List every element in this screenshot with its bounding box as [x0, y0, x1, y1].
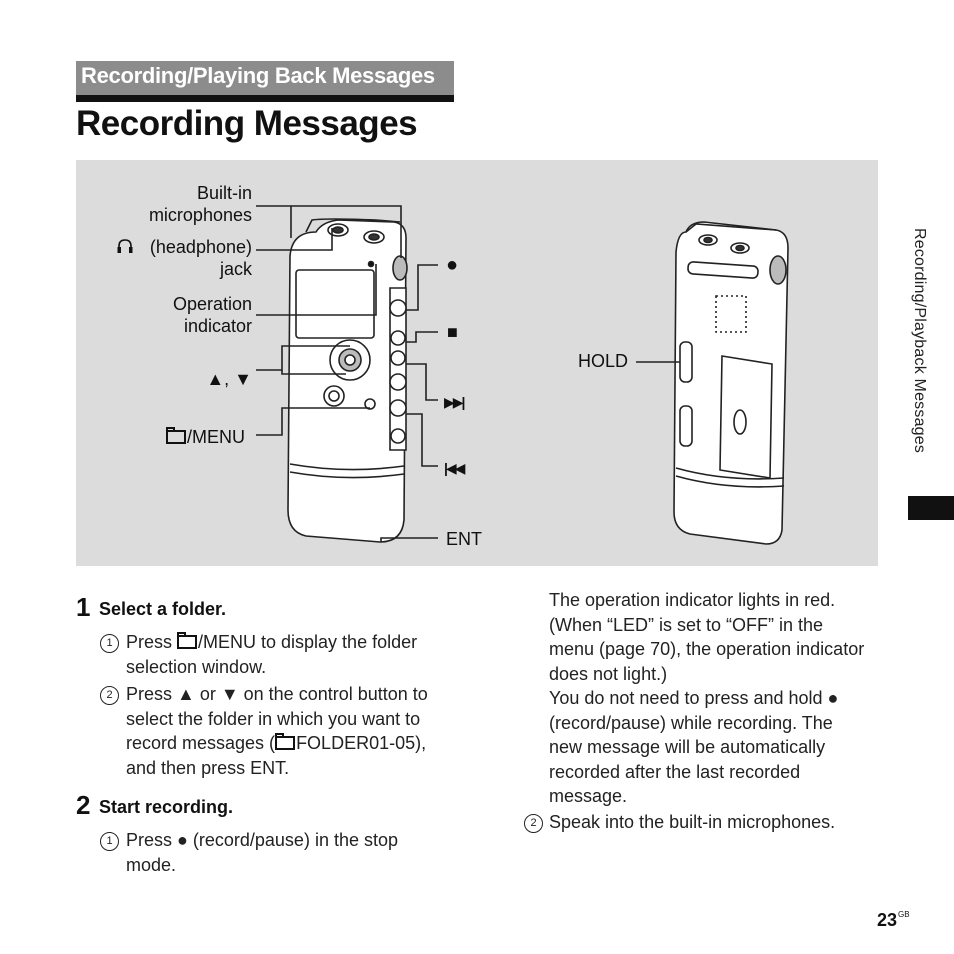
- step-1-heading: Select a folder.: [99, 599, 227, 619]
- headphone-icon: [116, 238, 134, 254]
- right-paragraph-2: You do not need to press and hold ● (rec…: [549, 688, 839, 806]
- step-2-item-1: Press ● (record/pause) in the stop mode.: [126, 830, 398, 875]
- label-menu: /MENU: [166, 426, 245, 448]
- folder-icon: [166, 427, 186, 444]
- label-operation-indicator: Operation indicator: [172, 294, 252, 336]
- next-symbol: ▶▶|: [444, 394, 466, 410]
- step-1-marker-1: 1: [100, 634, 119, 653]
- label-ent: ENT: [446, 529, 482, 549]
- recorder-drawings: [256, 205, 789, 545]
- label-up-down: ▲, ▼: [206, 369, 252, 389]
- step-1-item-2-text-a: Press ▲ or ▼ on the control button to se…: [126, 684, 428, 753]
- step-1-marker-2: 2: [100, 686, 119, 705]
- step-1-item-2: Press ▲ or ▼ on the control button to se…: [126, 682, 458, 780]
- side-thumb-marker: [908, 496, 954, 520]
- record-symbol: ●: [446, 254, 459, 276]
- device-illustration: Built-in microphones (headphone) jack Op…: [76, 160, 878, 566]
- side-tab: Recording/Playback Messages: [911, 228, 928, 454]
- right-paragraph-1: The operation indicator lights in red. (…: [549, 590, 865, 684]
- section-title: Recording/Playing Back Messages: [81, 63, 435, 88]
- page-suffix: GB: [898, 910, 910, 919]
- label-hold: HOLD: [578, 351, 629, 371]
- label-built-in-microphones: Built-in microphones: [148, 183, 252, 225]
- stop-symbol: ■: [447, 322, 458, 342]
- label-headphone-jack: (headphone) jack: [149, 237, 252, 279]
- step-1-item-1: Press /MENU to display the folder select…: [126, 630, 456, 679]
- folder-icon: [275, 733, 296, 750]
- step-2-heading: Start recording.: [99, 797, 234, 817]
- folder-icon: [177, 632, 198, 649]
- page-number-value: 23: [877, 910, 898, 930]
- step-2-number: 2: [76, 790, 91, 820]
- right-marker-2: 2: [524, 814, 543, 833]
- step-1-item-1-text-a: Press: [126, 632, 178, 652]
- label-menu-text: /MENU: [187, 427, 245, 447]
- step-2-marker-1: 1: [100, 832, 119, 851]
- step-1-number: 1: [76, 592, 91, 622]
- step-1-item-1-text-b: /MENU to display the folder selection wi…: [126, 632, 418, 677]
- right-item-2: Speak into the built-in microphones.: [549, 812, 836, 832]
- previous-symbol: |◀◀: [444, 460, 466, 476]
- page-number: 23GB: [877, 910, 910, 931]
- section-header: Recording/Playing Back Messages: [76, 61, 454, 102]
- page-title: Recording Messages: [76, 104, 418, 143]
- step-1-item-2-text-b: FOLDER01-05), and then press ENT.: [126, 733, 427, 778]
